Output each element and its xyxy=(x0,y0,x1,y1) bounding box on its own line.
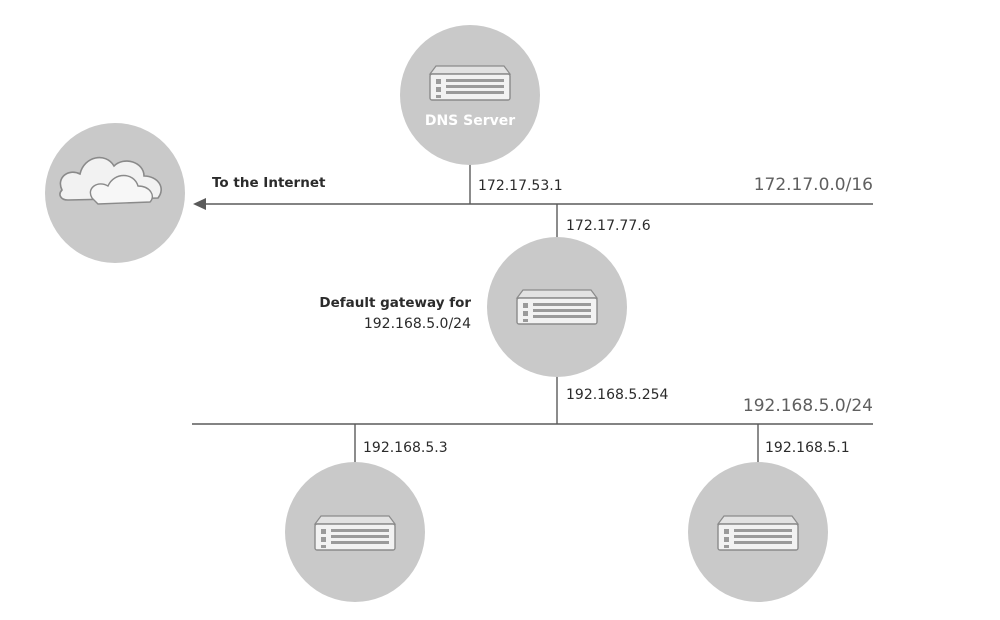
computer-icon xyxy=(314,515,396,551)
arrow-left-icon xyxy=(193,198,206,210)
network-upper-label: 172.17.0.0/16 xyxy=(754,175,873,195)
server-icon xyxy=(429,65,511,101)
dns-server-node[interactable]: DNS Server xyxy=(400,25,540,165)
router-icon xyxy=(516,289,598,325)
gateway-desc-line2: 192.168.5.0/24 xyxy=(364,316,471,332)
gateway-upper-ip-label: 172.17.77.6 xyxy=(566,218,651,234)
cloud-icon xyxy=(59,156,162,205)
network-lower-label: 192.168.5.0/24 xyxy=(743,396,873,416)
gateway-desc-line1: Default gateway for xyxy=(319,295,471,311)
dns-ip-label: 172.17.53.1 xyxy=(478,178,563,194)
internet-node[interactable] xyxy=(45,123,185,263)
host-left-node[interactable] xyxy=(285,462,425,602)
host-left-ip-label: 192.168.5.3 xyxy=(363,440,448,456)
computer-icon xyxy=(717,515,799,551)
host-right-node[interactable] xyxy=(688,462,828,602)
gateway-lower-ip-label: 192.168.5.254 xyxy=(566,387,669,403)
dns-server-label: DNS Server xyxy=(425,113,515,129)
upper-network-line xyxy=(193,198,873,210)
to-internet-label: To the Internet xyxy=(212,175,326,191)
gateway-node[interactable] xyxy=(487,237,627,377)
host-right-ip-label: 192.168.5.1 xyxy=(765,440,850,456)
